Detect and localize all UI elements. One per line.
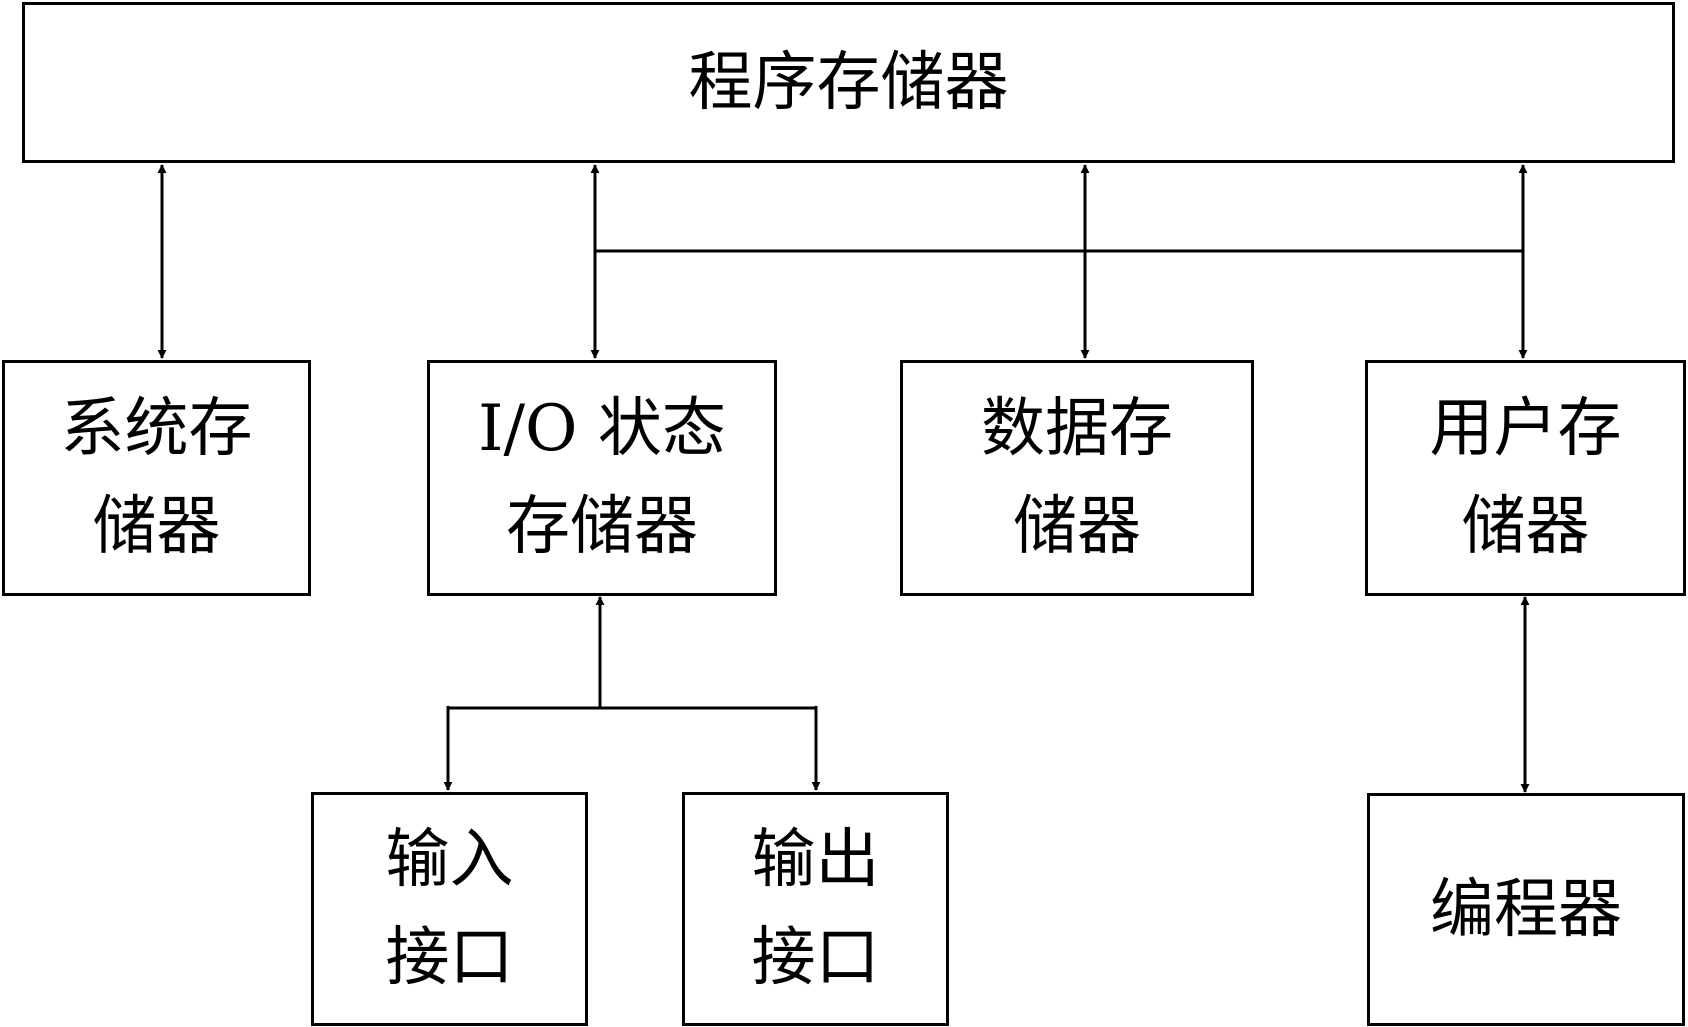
data-memory-label: 数据存 储器 bbox=[981, 392, 1173, 564]
data-memory-box: 数据存 储器 bbox=[900, 360, 1254, 596]
user-memory-label: 用户存 储器 bbox=[1429, 392, 1622, 564]
user-memory-box: 用户存 储器 bbox=[1365, 360, 1686, 596]
output-interface-label: 输出 接口 bbox=[751, 823, 880, 995]
programmer-label: 编程器 bbox=[1430, 872, 1622, 947]
input-interface-box: 输入 接口 bbox=[311, 792, 588, 1026]
io-status-memory-label: I/O 状态 存储器 bbox=[478, 392, 726, 564]
program-memory-label: 程序存储器 bbox=[688, 45, 1009, 120]
output-interface-box: 输出 接口 bbox=[682, 792, 949, 1026]
io-status-memory-box: I/O 状态 存储器 bbox=[427, 360, 777, 596]
system-memory-box: 系统存 储器 bbox=[2, 360, 311, 596]
programmer-box: 编程器 bbox=[1367, 793, 1685, 1026]
input-interface-label: 输入 接口 bbox=[385, 823, 514, 995]
program-memory-box: 程序存储器 bbox=[22, 2, 1675, 163]
system-memory-label: 系统存 储器 bbox=[60, 392, 253, 564]
